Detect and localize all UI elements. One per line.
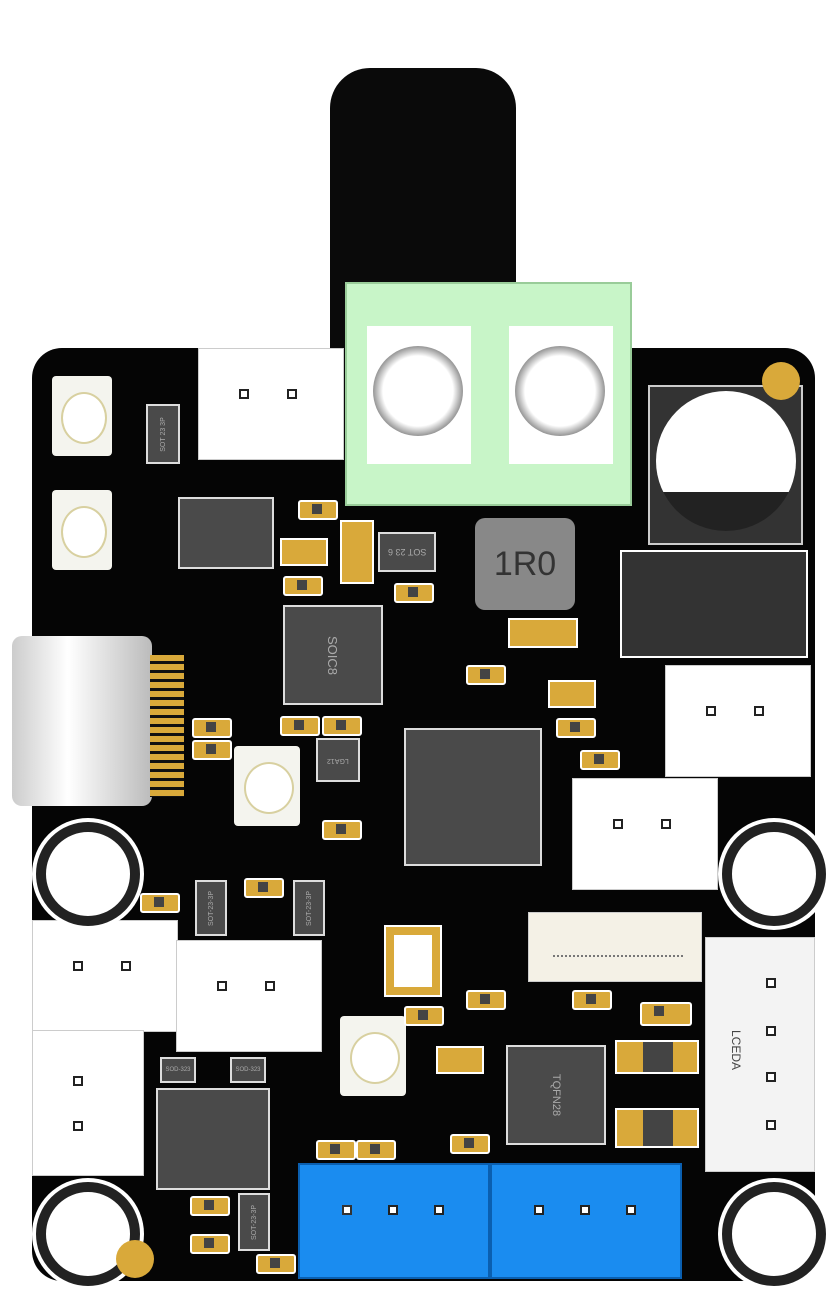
sot23a-label: SOT 23 3P — [159, 416, 167, 452]
sot23-chip-2: SOT-23-3P — [195, 880, 227, 936]
resistor — [556, 718, 596, 738]
capacitor-large — [615, 1040, 699, 1074]
mounting-hole-4 — [722, 1182, 826, 1286]
resistor — [283, 576, 323, 596]
connector-left-1[interactable] — [32, 920, 178, 1032]
sot23-chip-3: SOT-23-3P — [293, 880, 325, 936]
tqfn-label: TQFN28 — [550, 1073, 562, 1117]
mounting-hole-2 — [722, 822, 826, 926]
crystal — [384, 925, 442, 997]
fiducial-1 — [762, 362, 800, 400]
soic8-chip-top — [178, 497, 274, 569]
soic8-chip: SOIC8 — [283, 605, 383, 705]
sot23-6-chip: SOT 23 6 — [378, 532, 436, 572]
resistor — [192, 718, 232, 738]
capacitor — [436, 1046, 484, 1074]
resistor — [450, 1134, 490, 1154]
capacitor — [280, 538, 328, 566]
resistor — [404, 1006, 444, 1026]
coin-cell-holder — [648, 385, 803, 545]
lga12-chip: LGA12 — [316, 738, 360, 782]
resistor — [322, 716, 362, 736]
header-blue-1[interactable] — [298, 1163, 490, 1279]
soic8-label: SOIC8 — [325, 635, 341, 675]
capacitor — [340, 520, 374, 584]
tactile-button-1[interactable] — [52, 376, 112, 456]
sod1-label: SOD-323 — [165, 1067, 191, 1073]
mounting-hole-1 — [36, 822, 140, 926]
resistor — [466, 990, 506, 1010]
usb-c-pads — [150, 655, 184, 797]
tactile-button-2[interactable] — [52, 490, 112, 570]
resistor — [244, 878, 284, 898]
usb-c-port[interactable] — [12, 636, 152, 806]
resistor — [580, 750, 620, 770]
resistor — [192, 740, 232, 760]
resistor — [140, 893, 180, 913]
lceda-label: LCEDA — [729, 1029, 744, 1071]
sot23c-label: SOT-23-3P — [305, 890, 313, 926]
power-module — [156, 1088, 270, 1190]
capacitor — [508, 618, 578, 648]
connector-left-2[interactable] — [176, 940, 322, 1052]
resistor — [256, 1254, 296, 1274]
resistor — [322, 820, 362, 840]
mcu-qfp — [404, 728, 542, 866]
tqfn28-chip: TQFN28 — [506, 1045, 606, 1145]
header-blue-2[interactable] — [490, 1163, 682, 1279]
inductor-label: 1R0 — [493, 544, 557, 583]
resistor — [640, 1002, 692, 1026]
lga-label: LGA12 — [327, 756, 349, 764]
resistor — [466, 665, 506, 685]
connector-top[interactable] — [198, 348, 344, 460]
resistor — [572, 990, 612, 1010]
sot23-chip-4: SOT-23-3P — [238, 1193, 270, 1251]
screw-terminal[interactable] — [345, 282, 632, 506]
sod323-2: SOD-323 — [230, 1057, 266, 1083]
resistor — [394, 583, 434, 603]
capacitor — [548, 680, 596, 708]
sod2-label: SOD-323 — [235, 1067, 261, 1073]
connector-right-1[interactable] — [665, 665, 811, 777]
connector-lceda[interactable]: LCEDA — [705, 937, 815, 1172]
resistor — [356, 1140, 396, 1160]
sot23d-label: SOT-23-3P — [250, 1204, 258, 1240]
sot23-chip: SOT 23 3P — [146, 404, 180, 464]
capacitor-large — [615, 1108, 699, 1148]
connector-5pin[interactable] — [528, 912, 702, 982]
resistor — [190, 1234, 230, 1254]
diode-large — [620, 550, 808, 658]
sot236-label: SOT 23 6 — [387, 547, 427, 557]
resistor — [280, 716, 320, 736]
connector-right-2[interactable] — [572, 778, 718, 890]
resistor — [298, 500, 338, 520]
connector-left-3[interactable] — [32, 1030, 144, 1176]
tactile-button-3[interactable] — [234, 746, 300, 826]
inductor: 1R0 — [475, 518, 575, 610]
sod323-1: SOD-323 — [160, 1057, 196, 1083]
fiducial-2 — [116, 1240, 154, 1278]
sot23b-label: SOT-23-3P — [207, 890, 215, 926]
tactile-button-4[interactable] — [340, 1016, 406, 1096]
resistor — [316, 1140, 356, 1160]
resistor — [190, 1196, 230, 1216]
